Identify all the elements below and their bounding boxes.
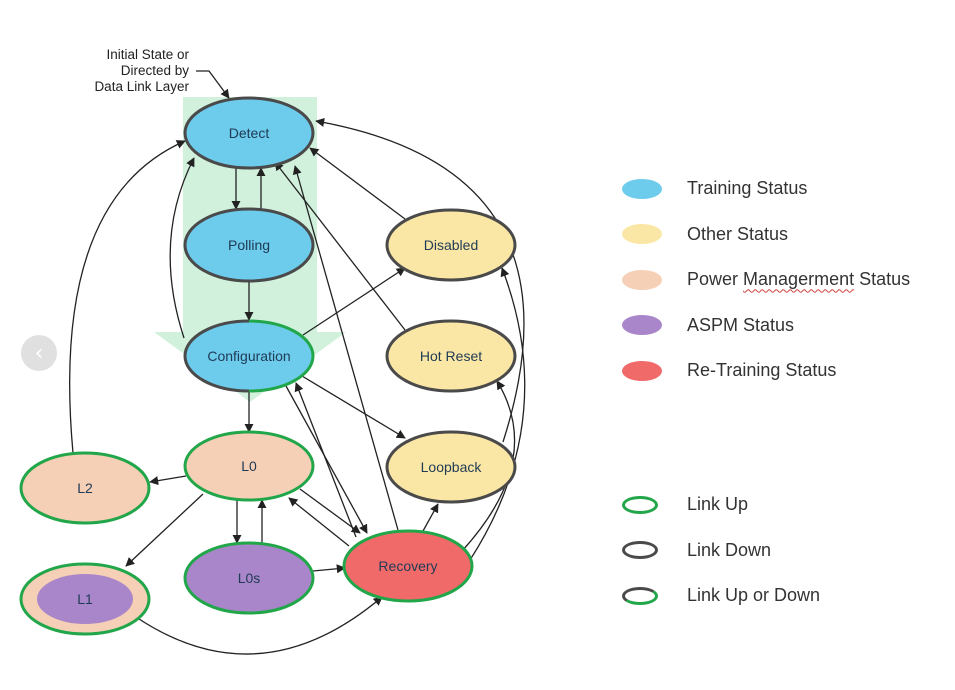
state-recovery: Recovery [342,529,474,603]
legend-item: Re-Training Status [622,348,952,394]
legend-swatch [622,315,662,336]
state-label: Detect [229,125,270,141]
edge-l1-to-recovery [135,596,383,655]
state-label: L2 [77,480,93,496]
state-loopback: Loopback [385,430,517,504]
edge-configuration-to-loopback [301,375,406,439]
state-label: L0s [238,570,261,586]
edge-disabled-to-detect [309,147,406,220]
state-label: L0 [241,458,257,474]
edge-initial-to-detect [196,70,230,99]
state-l1: L1 [19,562,151,636]
edge-hotreset-to-detect [274,161,406,331]
legend-item: Training Status [622,166,952,212]
state-hot-reset: Hot Reset [385,319,517,393]
state-label: Polling [228,237,270,253]
link-up-swatch [622,495,658,514]
legend-item: Power Managerment Status [622,257,952,303]
status-legend: Training Status Other Status Power Manag… [622,166,952,394]
chevron-left-icon: ‹ [34,340,44,366]
state-polling: Polling [183,207,315,283]
state-disabled: Disabled [385,208,517,282]
legend-label: Power Managerment Status [687,269,910,290]
edge-loopback-to-detect [315,117,525,443]
state-detect: Detect [183,96,315,170]
initial-note-line: Data Link Layer [94,79,189,94]
state-label: Loopback [421,459,483,475]
legend-item: ASPM Status [622,303,952,349]
edge-recovery-to-loopback [422,503,439,532]
legend-label: Link Up [687,494,749,515]
edge-recovery-to-l0 [288,497,350,547]
legend-label: Re-Training Status [687,360,837,381]
state-label: Configuration [207,348,290,364]
initial-note-line: Initial State or [106,47,189,62]
legend-label: Other Status [687,223,789,244]
legend-item: Other Status [622,212,952,258]
edge-l0-to-recovery [299,488,361,534]
legend-item: Link Up [622,482,952,528]
link-either-swatch [622,586,658,605]
edge-recovery-to-configuration [294,382,357,538]
edge-l0s-to-recovery [312,564,346,574]
link-down-swatch [622,541,658,560]
edge-l0-to-l1 [125,493,204,567]
legend-item: Link Up or Down [622,573,952,619]
edge-configuration-to-disabled [302,267,406,336]
state-label: Disabled [424,237,478,253]
state-l0s: L0s [183,541,315,615]
legend-label: Training Status [687,178,808,199]
edge-configuration-to-detect [169,157,195,339]
initial-state-note: Initial State or Directed by Data Link L… [94,47,189,94]
legend-swatch [622,224,662,245]
legend-swatch [622,360,662,381]
prev-slide-button[interactable]: ‹ [21,335,57,371]
state-configuration: Configuration [183,319,315,393]
edge-recovery-to-detect [292,165,399,531]
state-l0: L0 [183,430,315,502]
legend-swatch [622,269,662,290]
state-label: L1 [77,591,93,607]
edge-l0-to-l2 [149,475,187,486]
legend-item: Link Down [622,528,952,574]
link-legend: Link Up Link Down Link Up or Down [622,482,952,619]
legend-swatch [622,178,662,199]
edge-l2-to-detect [69,140,186,454]
legend-label-text: Power Managerment Status [687,269,911,290]
edge-recovery-to-disabled [469,267,526,561]
legend-label: Link Up or Down [687,585,821,606]
state-l2: L2 [19,451,151,525]
state-label: Recovery [378,558,437,574]
legend-label: Link Down [687,539,772,560]
initial-note-line: Directed by [121,63,190,78]
legend-label: ASPM Status [687,314,795,335]
state-label: Hot Reset [420,348,482,364]
spellcheck-underline: Managerment [743,269,855,290]
